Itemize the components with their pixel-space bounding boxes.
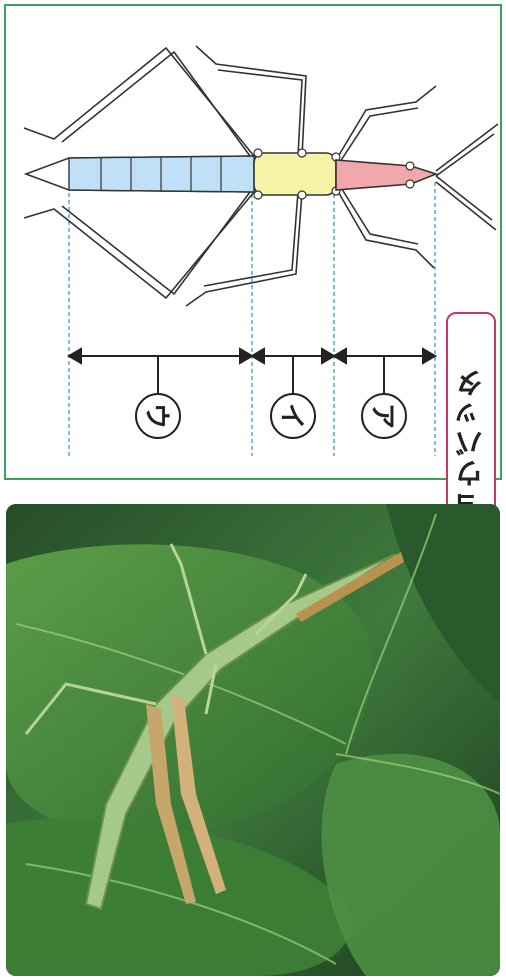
label-a: ア [362, 394, 406, 438]
abdomen [26, 156, 254, 192]
svg-text:ウ: ウ [141, 403, 171, 429]
label-u: ウ [136, 394, 180, 438]
svg-text:ア: ア [367, 403, 397, 429]
grasshopper-diagram: ウ イ ア [6, 6, 500, 478]
svg-text:イ: イ [276, 403, 306, 429]
grasshopper-photo [6, 504, 500, 976]
head [336, 160, 436, 190]
photo-illustration [6, 504, 500, 976]
eye [406, 180, 414, 188]
thorax [254, 153, 336, 195]
label-i: イ [271, 394, 315, 438]
diagram-panel: ウ イ ア [4, 4, 502, 480]
leaf [322, 754, 500, 976]
antennae [436, 124, 498, 230]
eye [406, 162, 414, 170]
